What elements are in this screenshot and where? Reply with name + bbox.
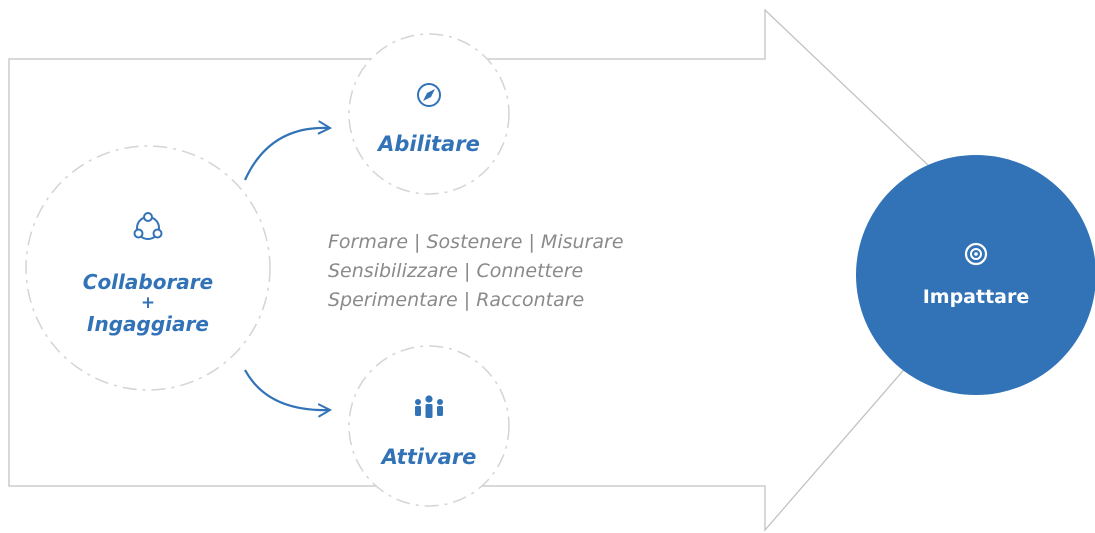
background-arrow <box>8 8 1013 532</box>
network-icon <box>133 212 163 240</box>
activities-line-1: Formare | Sostenere | Misurare <box>328 231 624 253</box>
activities-line-3: Sperimentare | Raccontare <box>328 289 584 311</box>
activate-label: Attivare <box>380 445 477 469</box>
arrow-to-activate <box>244 369 333 418</box>
compass-icon <box>417 83 441 107</box>
collaborate-label-line1: Collaborare <box>83 270 213 294</box>
activate-circle <box>348 345 510 507</box>
arrow-to-enable <box>243 120 333 181</box>
collaborate-label-line2: Ingaggiare <box>87 312 209 336</box>
enable-circle <box>348 33 510 195</box>
impact-label: Impattare <box>923 286 1030 308</box>
collaborate-label-plus: + <box>141 293 155 313</box>
activities-line-2: Sensibilizzare | Connettere <box>328 260 583 282</box>
enable-label: Abilitare <box>376 132 480 156</box>
impact-circle <box>856 155 1095 395</box>
target-icon <box>964 242 988 266</box>
collaborate-circle <box>25 145 271 391</box>
people-group-icon <box>415 395 443 418</box>
